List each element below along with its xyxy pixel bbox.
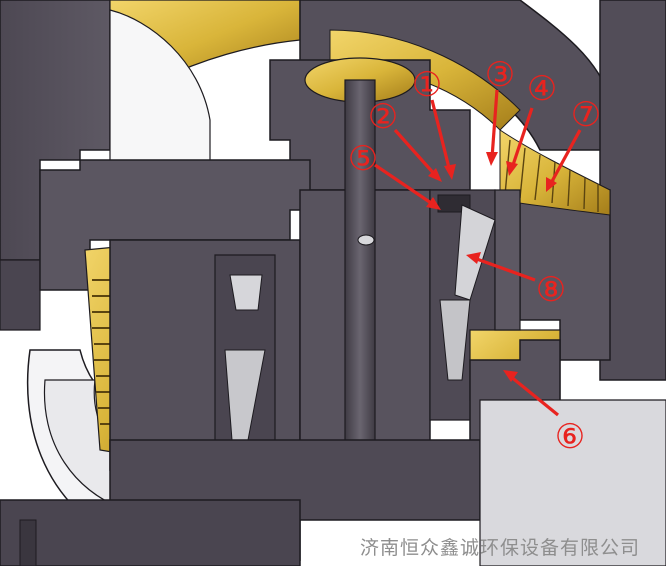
arrow-4 — [510, 107, 534, 169]
base-rod — [19, 519, 37, 566]
steel-right-block — [494, 189, 521, 331]
shaft-hole — [357, 234, 375, 246]
arrow-6 — [508, 374, 560, 417]
shaft — [344, 79, 376, 491]
callout-labels: ① ② ③ ④ ⑤ ⑥ ⑦ ⑧ — [348, 55, 601, 457]
callout-label-8: ⑧ — [536, 270, 566, 310]
arrow-6-head — [503, 370, 518, 382]
arrow-2-head — [428, 168, 442, 182]
callout-label-4: ④ — [527, 69, 557, 109]
arrow-3 — [490, 89, 499, 159]
callout-label-5: ⑤ — [348, 139, 378, 179]
steel-left-lower-block — [0, 259, 41, 331]
company-watermark: 济南恒众鑫诚环保设备有限公司 — [359, 537, 640, 559]
arrow-8 — [473, 256, 536, 282]
arrow-1 — [430, 99, 452, 173]
steel-base-plate — [0, 499, 301, 566]
seal-left-upper — [229, 274, 263, 311]
callout-label-1: ① — [412, 65, 442, 105]
callout-label-3: ③ — [485, 55, 515, 95]
callout-label-6: ⑥ — [555, 417, 585, 457]
white-upper-bore — [109, 9, 211, 171]
seal-right-lower — [439, 299, 471, 381]
callout-label-2: ② — [368, 97, 398, 137]
arrow-5-head — [426, 197, 441, 210]
arrow-7 — [548, 129, 582, 186]
steel-bottom-right — [479, 399, 666, 566]
arrow-5 — [374, 163, 435, 207]
callout-arrows — [374, 89, 582, 417]
arrow-1-head — [444, 164, 456, 180]
arrow-8-head — [466, 252, 481, 264]
arrow-4-head — [506, 161, 518, 176]
arrow-2 — [393, 128, 438, 178]
arrow-7-head — [546, 177, 557, 192]
callout-label-7: ⑦ — [571, 95, 601, 135]
arrow-3-head — [486, 152, 498, 166]
